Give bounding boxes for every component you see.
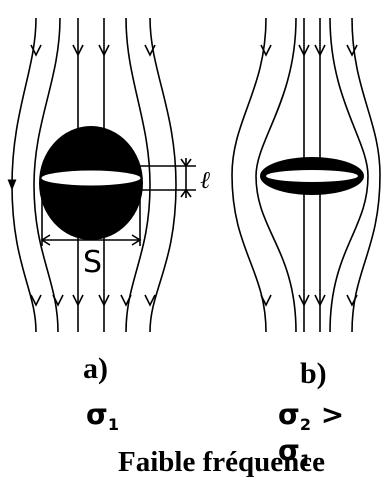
panel-a-line-outer-right xyxy=(150,18,176,332)
thickness-label: ℓ xyxy=(200,166,210,194)
field-lines-diagram: ℓ S xyxy=(0,0,386,340)
panel-a-sigma: σ1 xyxy=(86,398,119,434)
arrow-b4 xyxy=(347,45,357,55)
sigma-symbol: σ xyxy=(86,398,108,431)
sigma-2-symbol: σ xyxy=(278,398,300,431)
figure-caption: Faible fréquence xyxy=(118,446,325,479)
panel-b-crack xyxy=(266,170,358,182)
width-label: S xyxy=(83,245,102,280)
greater-than: > xyxy=(321,398,344,431)
panel-a-crack xyxy=(41,170,141,186)
panel-a-label: a) xyxy=(83,352,108,386)
panel-b-label: b) xyxy=(300,357,327,391)
panel-a-line-outer-left xyxy=(12,18,36,332)
sigma-subscript: 1 xyxy=(108,415,119,434)
sigma-2-subscript: 2 xyxy=(300,415,311,434)
